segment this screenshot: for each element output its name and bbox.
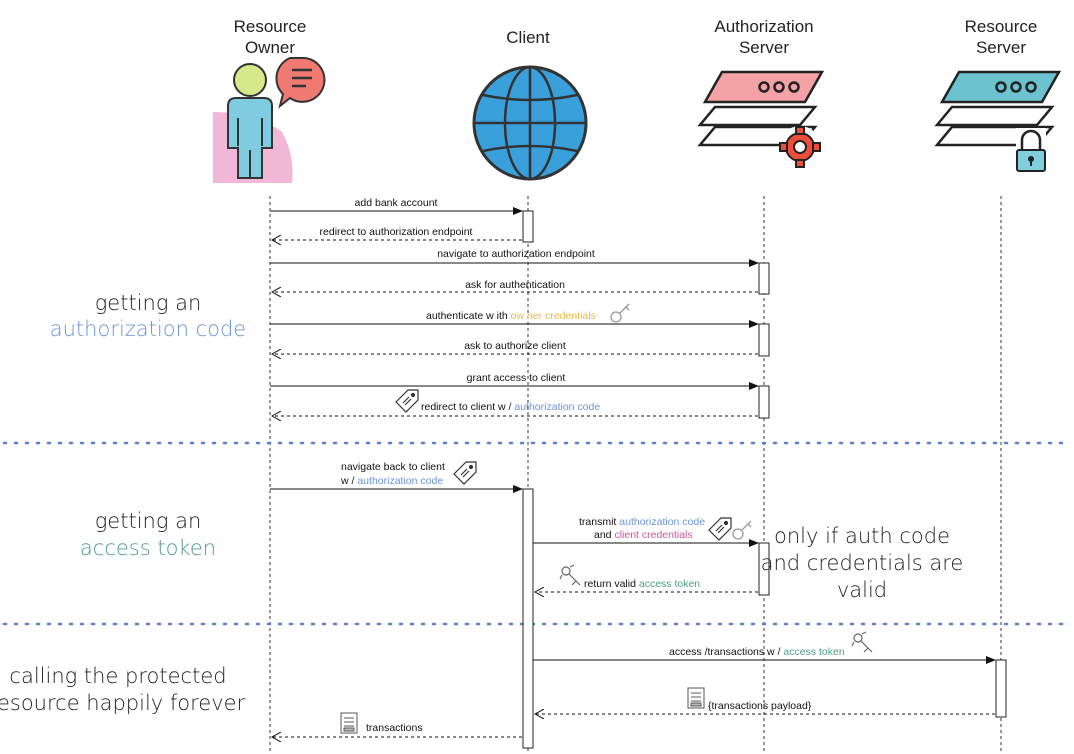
section-1-line1: getting an bbox=[95, 291, 202, 315]
msg-transmit-line1: transmit authorization code bbox=[579, 516, 705, 528]
msg-grant-access: grant access to client bbox=[467, 372, 566, 384]
activation-as-1 bbox=[758, 262, 770, 295]
section-3-line2: resource happily forever bbox=[0, 691, 246, 715]
key-icon bbox=[732, 520, 752, 540]
section-3-line1: calling the protected bbox=[9, 664, 226, 688]
msg-navigate-back-line2: w / authorization code bbox=[340, 475, 443, 487]
section-2-line2: access token bbox=[80, 536, 216, 560]
msg-add-bank-account: add bank account bbox=[355, 197, 438, 209]
key-icon bbox=[610, 303, 630, 323]
msg-transactions-payload: {transactions payload} bbox=[708, 700, 812, 712]
msg-access-transactions: access /transactions w / access token bbox=[669, 646, 845, 658]
actor-authorization-server-label-2: Server bbox=[739, 38, 789, 57]
actor-client-label: Client bbox=[506, 28, 550, 47]
tag-icon bbox=[453, 461, 477, 485]
activation-client-2 bbox=[522, 488, 534, 749]
activation-as-3 bbox=[758, 385, 770, 419]
server-gear-icon bbox=[697, 70, 825, 168]
note-line3: valid bbox=[837, 578, 887, 602]
actor-authorization-server-label-1: Authorization bbox=[714, 17, 813, 36]
msg-navigate-to-auth-endpoint: navigate to authorization endpoint bbox=[437, 248, 595, 260]
msg-navigate-back-line1: navigate back to client bbox=[341, 461, 445, 473]
section-2-line1: getting an bbox=[95, 509, 202, 533]
msg-ask-to-authorize: ask to authorize client bbox=[464, 340, 566, 352]
note-line1: only if auth code bbox=[774, 524, 950, 548]
msg-transmit-line2: and client credentials bbox=[594, 529, 693, 541]
actor-resource-server-label-2: Server bbox=[976, 38, 1026, 57]
server-lock-icon bbox=[934, 70, 1062, 172]
actor-resource-server-label-1: Resource bbox=[965, 17, 1038, 36]
token-key-icon bbox=[559, 564, 581, 586]
tag-icon bbox=[395, 389, 419, 413]
msg-ask-for-authentication: ask for authentication bbox=[465, 279, 565, 291]
token-key-icon bbox=[851, 631, 873, 653]
note-line2: and credentials are bbox=[761, 551, 964, 575]
globe-icon bbox=[472, 65, 588, 181]
activation-as-4 bbox=[758, 542, 770, 596]
document-icon bbox=[687, 687, 705, 709]
msg-authenticate: authenticate w ith ow ner credentials bbox=[426, 310, 596, 322]
actor-resource-owner-label-2: Owner bbox=[245, 38, 295, 57]
activation-client-1 bbox=[522, 210, 534, 243]
msg-redirect-to-auth-endpoint: redirect to authorization endpoint bbox=[320, 226, 473, 238]
person-chat-icon bbox=[213, 56, 326, 183]
msg-transactions: transactions bbox=[366, 722, 423, 734]
msg-return-access-token: return valid access token bbox=[584, 578, 700, 590]
tag-icon bbox=[708, 517, 732, 541]
actor-resource-owner-label-1: Resource bbox=[234, 17, 307, 36]
msg-redirect-to-client: redirect to client w / authorization cod… bbox=[421, 401, 600, 413]
activation-as-2 bbox=[758, 323, 770, 357]
section-1-line2: authorization code bbox=[50, 317, 246, 341]
document-icon bbox=[340, 712, 358, 734]
activation-rs-1 bbox=[995, 659, 1007, 718]
